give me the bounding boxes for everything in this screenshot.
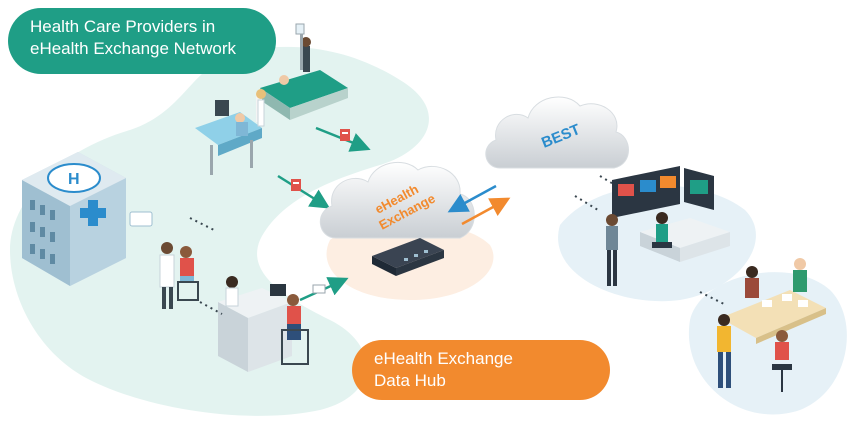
hub-label-line1: eHealth Exchange [374, 349, 513, 368]
hospital-bed-scene [256, 23, 348, 122]
team-floor [688, 272, 847, 415]
clinic-desk-scene [218, 276, 309, 372]
provider-network-floor [10, 46, 429, 416]
exchange-cloud-label: eHealth Exchange [369, 176, 438, 232]
data-hub-label: eHealth Exchange Data Hub [352, 340, 610, 400]
treatment-chair-scene [195, 89, 266, 175]
hospital-building: H [22, 152, 153, 286]
ehealth-exchange-cloud: eHealth Exchange [320, 161, 475, 239]
control-room-scene [606, 166, 730, 286]
best-cloud: BEST [485, 96, 629, 169]
providers-label-line2: eHealth Exchange Network [30, 39, 237, 58]
hub-label-line2: Data Hub [374, 371, 446, 390]
team-meeting-scene [717, 258, 826, 392]
providers-network-label: Health Care Providers in eHealth Exchang… [8, 8, 276, 74]
svg-text:H: H [68, 171, 80, 188]
exchange-best-arrows [447, 184, 511, 226]
consultation-scene [159, 242, 199, 309]
providers-label-line1: Health Care Providers in [30, 17, 216, 36]
data-hub-server [372, 238, 444, 276]
document-icon [291, 129, 350, 294]
